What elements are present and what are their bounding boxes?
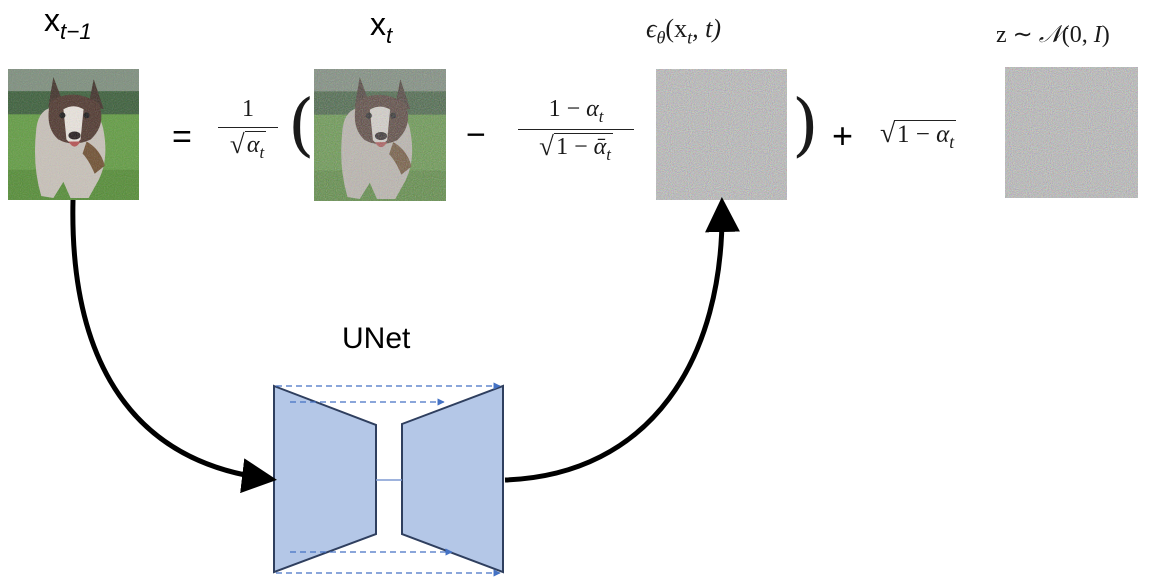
epsilon-label: ϵθ(xt, t) [646, 14, 722, 48]
z-noise-label: z ∼ 𝒩(0, I) [996, 22, 1110, 48]
plus-sign: + [832, 115, 854, 156]
x-t-image [314, 69, 446, 201]
unet-block [273, 382, 504, 577]
random-noise-image [1005, 67, 1138, 198]
minus-sign: − [466, 116, 486, 154]
input-arrow [70, 199, 277, 494]
sqrt-one-minus-alpha: √1 − αt [880, 118, 957, 153]
fraction-one-over-sqrt-alpha: 1 √αt [218, 96, 278, 162]
x-t-label: xt [370, 6, 393, 48]
unet-encoder [273, 384, 377, 574]
equals-sign: = [172, 118, 192, 156]
x-prev-image [8, 69, 139, 200]
predicted-noise-image [656, 69, 787, 200]
x-prev-label: xt−1 [44, 2, 92, 44]
fraction-coefficient: 1 − αt √1 − ᾱt [518, 96, 634, 164]
output-arrow [504, 197, 741, 483]
unet-decoder [401, 384, 504, 574]
unet-label: UNet [342, 322, 411, 355]
close-parenthesis: ) [792, 86, 819, 165]
open-parenthesis: ( [288, 86, 315, 165]
